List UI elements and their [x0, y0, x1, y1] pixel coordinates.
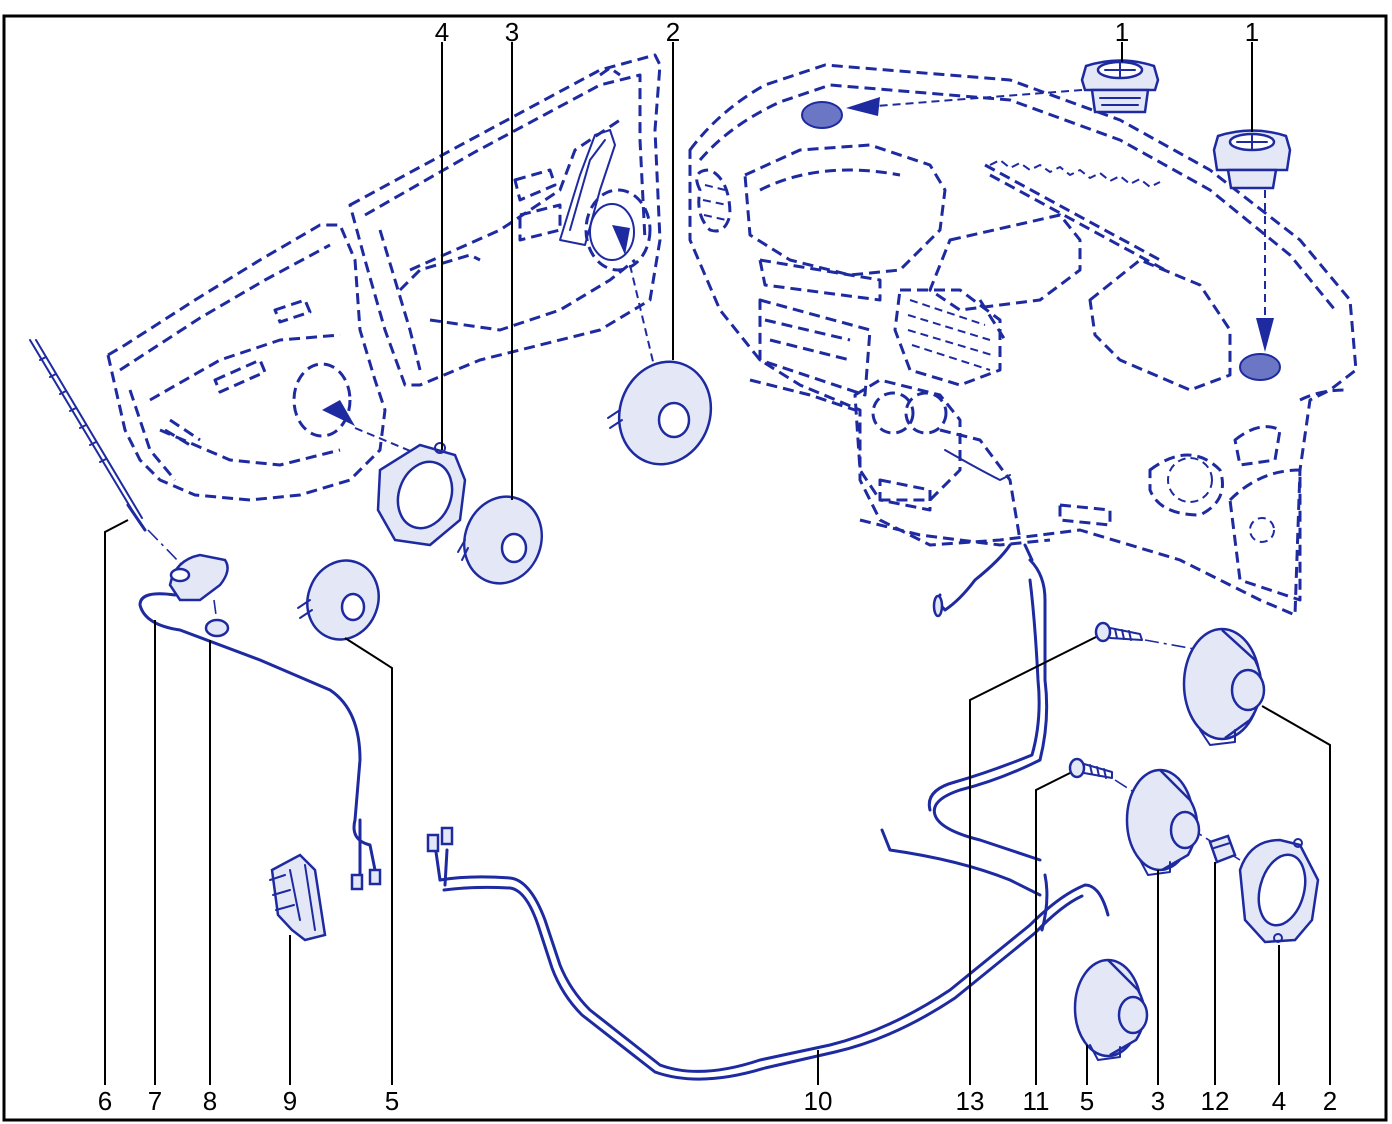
tweeter-1-right-arrow — [1256, 318, 1274, 352]
speaker-5-right — [1073, 958, 1149, 1061]
rear-door-outline — [106, 223, 387, 502]
tweeter-1-left — [1080, 59, 1160, 114]
callout-top-4: 4 — [435, 17, 449, 47]
callout-top-1-right: 1 — [1245, 17, 1259, 47]
callout-bottom-4: 4 — [1272, 1086, 1286, 1116]
wiring-harness-10 — [426, 543, 1110, 1081]
callout-bottom-7: 7 — [148, 1086, 162, 1116]
callout-bottom-8: 8 — [203, 1086, 217, 1116]
front-door-outline — [348, 53, 662, 387]
dashboard-outline — [688, 63, 1358, 617]
callout-top-3: 3 — [505, 17, 519, 47]
speaker-2-front-door — [607, 360, 713, 466]
front-door-speaker-arrow — [612, 225, 630, 255]
speaker-3-right — [1125, 768, 1201, 876]
callout-top-2: 2 — [666, 17, 680, 47]
callout-bottom-10: 10 — [804, 1086, 833, 1116]
callout-top-1-left: 1 — [1115, 17, 1129, 47]
antenna-cable — [138, 592, 382, 891]
callout-bottom-3: 3 — [1151, 1086, 1165, 1116]
antenna-rod-6 — [29, 339, 147, 532]
rear-door-speaker-arrow — [322, 400, 355, 426]
callout-bottom-5-left: 5 — [385, 1086, 399, 1116]
screw-11 — [1068, 757, 1113, 779]
leader-lines — [104, 42, 1331, 1085]
speaker-adapter-ring-4 — [376, 442, 467, 547]
dashboard-tweeter-grille-right — [1239, 353, 1281, 381]
callout-bottom-12: 12 — [1201, 1086, 1230, 1116]
callout-bottom-11: 11 — [1023, 1086, 1050, 1116]
screw-13 — [1094, 621, 1143, 643]
speaker-5-left — [297, 559, 380, 641]
front-speaker-assembly-line — [629, 264, 656, 371]
antenna-base-7 — [168, 553, 229, 602]
tweeter-1-right — [1212, 129, 1292, 190]
clip-12 — [1208, 834, 1237, 864]
callout-bottom-13: 13 — [956, 1086, 985, 1116]
tweeter-1-left-arrow — [846, 97, 880, 116]
screw-13-axis — [1144, 639, 1201, 651]
connector-9 — [269, 853, 327, 942]
speaker-adapter-ring-4-right — [1238, 838, 1320, 944]
callout-bottom-6: 6 — [98, 1086, 112, 1116]
callout-bottom-2: 2 — [1323, 1086, 1337, 1116]
callout-bottom-9: 9 — [283, 1086, 297, 1116]
speaker-3-rear-door — [457, 495, 543, 585]
speaker-2-right — [1182, 627, 1266, 746]
dashboard-tweeter-grille-left — [801, 101, 843, 129]
antenna-nut-8 — [204, 599, 230, 638]
diagram-frame — [2, 14, 1388, 1122]
callout-bottom-5-right: 5 — [1080, 1086, 1094, 1116]
antenna-assembly-axis — [147, 529, 183, 566]
